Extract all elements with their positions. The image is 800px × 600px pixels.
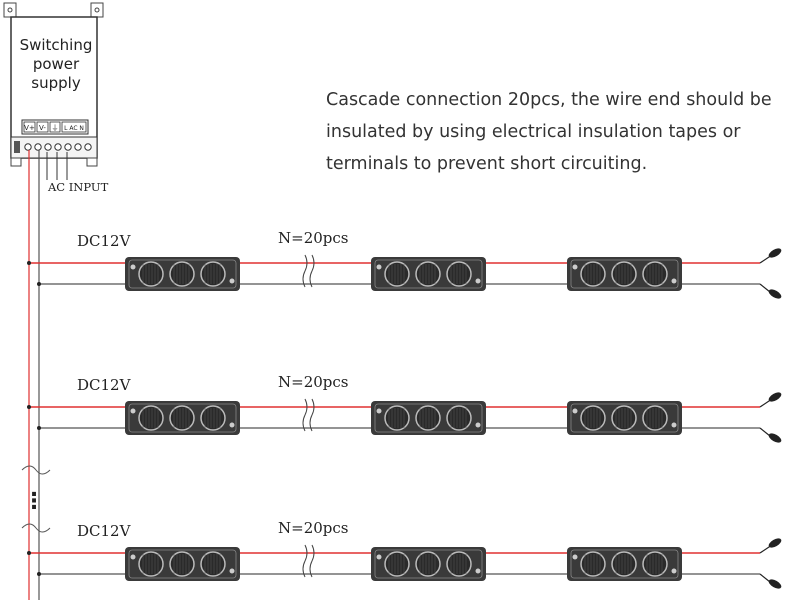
cascade-note: Cascade connection 20pcs, the wire end s…: [326, 84, 796, 180]
end-cap-icon: [768, 538, 782, 548]
power-supply: Switching power supply V+ V- ⏚ L AC N A: [3, 2, 109, 194]
voltage-label: DC12V: [77, 232, 132, 250]
main-feed: [21, 150, 51, 600]
terminal-label-lacn: L AC N: [64, 125, 84, 132]
continuation-ellipsis: ⋮: [23, 489, 45, 514]
terminal-label-vplus: V+: [24, 124, 35, 132]
voltage-label: DC12V: [77, 522, 132, 540]
note-line-2: insulated by using electrical insulation…: [326, 122, 741, 142]
psu-title-line-2: power: [33, 55, 80, 73]
led-row: DC12V N=20pcs: [27, 519, 782, 589]
led-module: [371, 257, 486, 291]
end-cap-icon: [768, 289, 782, 299]
terminal-label-ground: ⏚: [52, 124, 59, 132]
end-cap-icon: [768, 579, 782, 589]
note-line-3: terminals to prevent short circuiting.: [326, 154, 648, 174]
led-row: DC12V N=20pcs: [27, 229, 782, 299]
led-module: [567, 257, 682, 291]
voltage-label: DC12V: [77, 376, 132, 394]
ac-input-label: AC INPUT: [47, 180, 109, 194]
note-line-1: Cascade connection 20pcs, the wire end s…: [326, 90, 772, 110]
psu-title-line-1: Switching: [20, 36, 93, 54]
led-module: [125, 401, 240, 435]
end-cap-icon: [768, 392, 782, 402]
end-cap-icon: [768, 248, 782, 258]
psu-title-line-3: supply: [31, 74, 81, 92]
terminal-label-vminus: V-: [39, 124, 46, 132]
led-module: [371, 547, 486, 581]
count-label: N=20pcs: [278, 519, 348, 537]
led-module: [567, 547, 682, 581]
end-cap-icon: [768, 433, 782, 443]
terminal-screws: [24, 143, 92, 151]
led-module: [125, 547, 240, 581]
led-module: [371, 401, 486, 435]
led-row: DC12V N=20pcs: [27, 373, 782, 443]
led-module: [125, 257, 240, 291]
count-label: N=20pcs: [278, 229, 348, 247]
led-module: [567, 401, 682, 435]
count-label: N=20pcs: [278, 373, 348, 391]
